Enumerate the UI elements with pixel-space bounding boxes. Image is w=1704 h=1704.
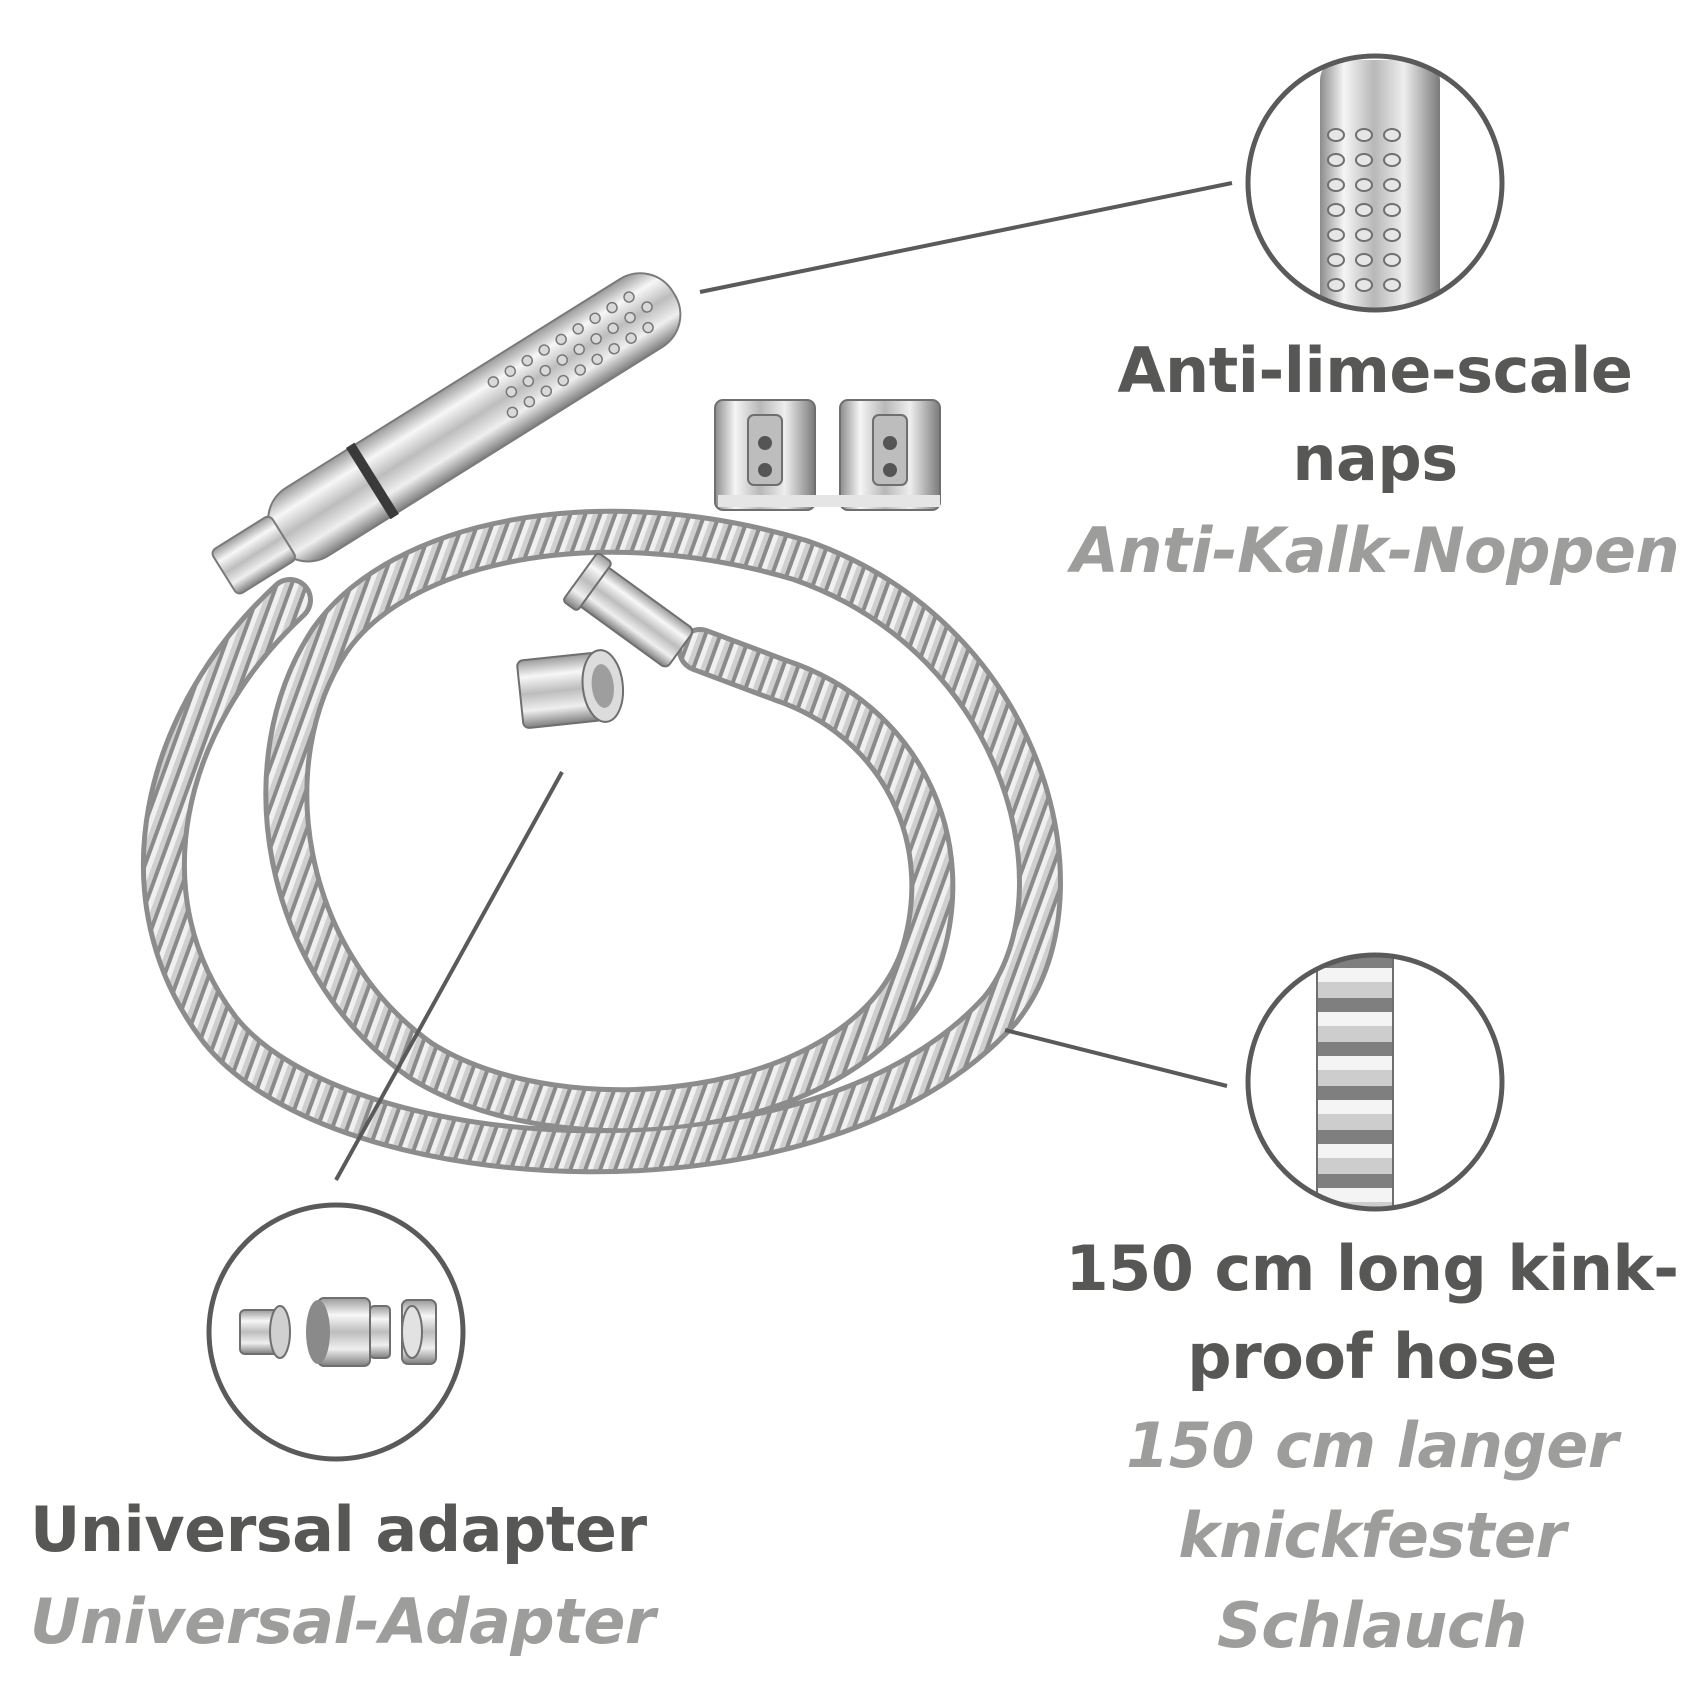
naps-callout-line	[699, 181, 1233, 294]
hose-title-line2: proof hose	[1187, 1320, 1557, 1393]
naps-title-line2: naps	[1292, 422, 1458, 495]
naps-title-line1: Anti-lime-scale	[1117, 334, 1633, 407]
adapter-callout-text: Universal adapter Universal-Adapter	[30, 1486, 655, 1670]
adapter	[516, 649, 625, 729]
naps-callout-text: Anti-lime-scale naps Anti-Kalk-Noppen	[1050, 327, 1700, 599]
adapter-title: Universal adapter	[30, 1493, 647, 1566]
hose-end-connector	[563, 552, 694, 668]
adapter-subtitle: Universal-Adapter	[30, 1585, 655, 1658]
hose-title-line1: 150 cm long kink-	[1065, 1232, 1679, 1305]
hose-callout-line	[1004, 1028, 1228, 1088]
hand-shower	[211, 272, 682, 595]
callout-lines	[334, 181, 1233, 1181]
metal-hose	[140, 508, 1063, 1175]
hose-subtitle-line3: Schlauch	[1217, 1589, 1527, 1662]
naps-closeup-circle	[1245, 53, 1505, 313]
hose-subtitle-line1: 150 cm langer	[1126, 1409, 1618, 1482]
hose-subtitle-line2: knickfester	[1178, 1499, 1566, 1572]
naps-subtitle: Anti-Kalk-Noppen	[1070, 514, 1680, 587]
hose-closeup-circle	[1245, 952, 1505, 1212]
adapter-closeup-circle	[206, 1202, 466, 1462]
adapter-callout-line	[334, 771, 564, 1181]
hose-callout-text: 150 cm long kink- proof hose 150 cm lang…	[1040, 1225, 1704, 1671]
wall-bracket-pair	[714, 399, 941, 511]
